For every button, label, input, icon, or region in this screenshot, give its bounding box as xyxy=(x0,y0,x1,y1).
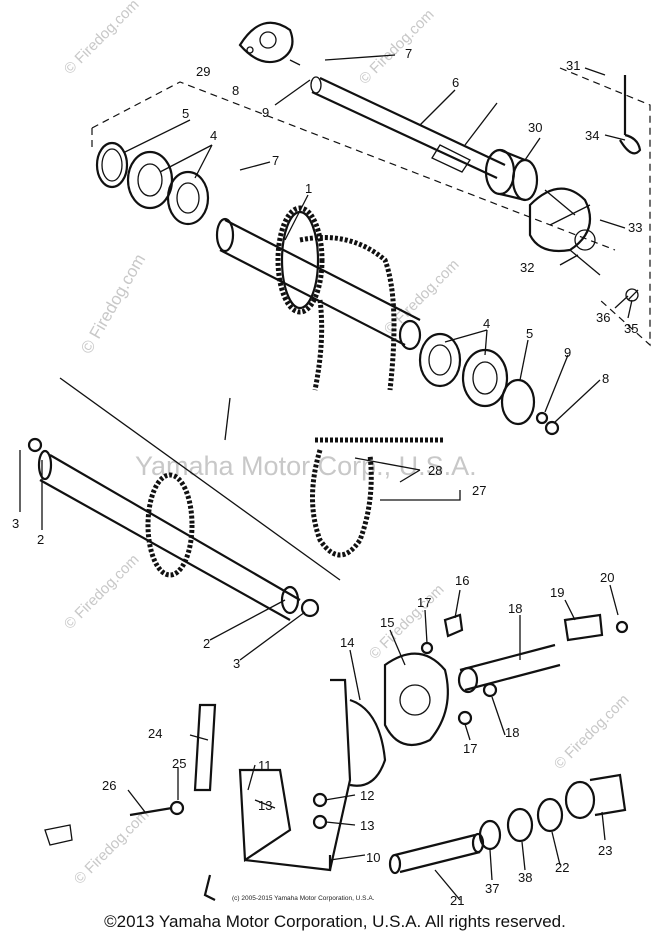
watermark-top-mid: © Firedog.com xyxy=(356,6,438,88)
label-31: 31 xyxy=(566,58,580,73)
label-3b: 3 xyxy=(233,656,240,671)
label-30: 30 xyxy=(528,120,542,135)
label-13b: 13 xyxy=(360,818,374,833)
label-7b: 7 xyxy=(272,153,279,168)
label-5a: 5 xyxy=(182,106,189,121)
reference-lines xyxy=(59,67,651,581)
label-33: 33 xyxy=(628,220,642,235)
label-27: 27 xyxy=(472,483,486,498)
label-12: 12 xyxy=(360,788,374,803)
bearings-right xyxy=(418,332,560,436)
label-8b: 8 xyxy=(602,371,609,386)
label-1: 1 xyxy=(305,181,312,196)
shift-mechanism xyxy=(528,75,642,302)
chain-lower xyxy=(310,437,445,558)
label-5b: 5 xyxy=(526,326,533,341)
label-38: 38 xyxy=(518,870,532,885)
leader-lines xyxy=(19,54,633,901)
watermark-bottom-left: © Firedog.com xyxy=(71,806,153,888)
label-9b: 9 xyxy=(564,345,571,360)
label-11: 11 xyxy=(258,758,272,773)
label-37: 37 xyxy=(485,881,499,896)
watermark-center: Yamaha Motor Corp., U.S.A. xyxy=(135,451,477,481)
label-17a: 17 xyxy=(417,595,431,610)
drive-shaft-lower xyxy=(27,437,320,621)
label-24: 24 xyxy=(148,726,162,741)
label-2a: 2 xyxy=(37,532,44,547)
label-7a: 7 xyxy=(405,46,412,61)
label-20: 20 xyxy=(600,570,614,585)
part-29-plate xyxy=(238,21,294,64)
part-1-sprocket-shaft xyxy=(215,205,422,351)
brake-lever xyxy=(328,678,387,871)
watermark-top: © Firedog.com xyxy=(61,0,143,78)
watermark-right-low: © Firedog.com xyxy=(551,691,633,773)
label-4a: 4 xyxy=(210,128,217,143)
part-6-shaft xyxy=(310,76,506,179)
label-6: 6 xyxy=(452,75,459,90)
label-9a: 9 xyxy=(262,105,269,120)
label-35: 35 xyxy=(624,321,638,336)
lower-rod-and-rings xyxy=(388,773,627,875)
part-30-collar xyxy=(484,148,539,202)
part-labels: 29 8 9 7 6 31 5 4 7 30 34 1 33 32 36 35 … xyxy=(12,46,642,908)
label-32: 32 xyxy=(520,260,534,275)
label-18b: 18 xyxy=(505,725,519,740)
label-2b: 2 xyxy=(203,636,210,651)
label-3a: 3 xyxy=(12,516,19,531)
label-29: 29 xyxy=(196,64,210,79)
label-19: 19 xyxy=(550,585,564,600)
small-copyright-note: (c) 2005-2015 Yamaha Motor Corporation, … xyxy=(232,895,375,902)
label-21: 21 xyxy=(450,893,464,908)
watermark-large-left: © Firedog.com xyxy=(77,251,149,357)
label-4b: 4 xyxy=(483,316,490,331)
label-15: 15 xyxy=(380,615,394,630)
copyright-footer: ©2013 Yamaha Motor Corporation, U.S.A. A… xyxy=(104,912,566,931)
watermark-left-mid: © Firedog.com xyxy=(61,551,143,633)
label-23: 23 xyxy=(598,843,612,858)
watermark-center-low: © Firedog.com xyxy=(366,581,448,663)
label-36: 36 xyxy=(596,310,610,325)
label-25: 25 xyxy=(172,756,186,771)
label-34: 34 xyxy=(585,128,599,143)
chain-upper xyxy=(299,235,397,391)
bearings-upper xyxy=(95,141,210,226)
label-28: 28 xyxy=(428,463,442,478)
label-17b: 17 xyxy=(463,741,477,756)
watermark-layer: Yamaha Motor Corp., U.S.A. © Firedog.com… xyxy=(61,0,633,888)
label-18a: 18 xyxy=(508,601,522,616)
label-16a: 16 xyxy=(455,573,469,588)
label-8a: 8 xyxy=(232,83,239,98)
label-10: 10 xyxy=(366,850,380,865)
label-14: 14 xyxy=(340,635,354,650)
label-26: 26 xyxy=(102,778,116,793)
label-13a: 13 xyxy=(258,798,272,813)
label-22: 22 xyxy=(555,860,569,875)
